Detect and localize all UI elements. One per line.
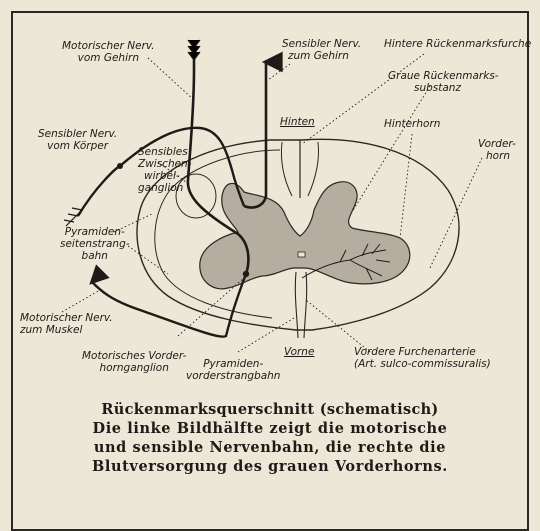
caption-line: Die linke Bildhälfte zeigt die motorisch…: [20, 419, 520, 438]
label-posterior: Hinten: [280, 116, 315, 128]
label-motor-nerve-from-brain: Motorischer Nerv. vom Gehirn: [62, 40, 155, 64]
posterior-column: [281, 142, 292, 196]
label-sensory-nerve-from-body: Sensibler Nerv. vom Körper: [38, 128, 117, 152]
label-posterior-sulcus: Hintere Rückenmarksfurche: [384, 38, 531, 50]
label-anterior: Vorne: [284, 346, 314, 358]
motor-neuron-dot: [243, 271, 249, 277]
label-sensory-ganglion: Sensibles Zwischen- wirbel- ganglion: [138, 146, 192, 194]
label-anterior-horn: Vorder- horn: [478, 138, 516, 162]
label-gray-matter: Graue Rückenmarks- substanz: [388, 70, 499, 94]
label-posterior-horn: Hinterhorn: [384, 118, 440, 130]
figure-caption: Rückenmarksquerschnitt (schematisch) Die…: [20, 400, 520, 476]
label-pyramidal-lateral-tract: Pyramiden- seitenstrang- bahn: [60, 226, 130, 262]
sensory-nerve-to-brain: [244, 62, 266, 208]
posterior-column-right: [308, 142, 319, 196]
anterior-fissure: [295, 272, 306, 338]
caption-title: Rückenmarksquerschnitt (schematisch): [20, 400, 520, 419]
label-pyramidal-anterior-tract: Pyramiden- vorderstrangbahn: [186, 358, 280, 382]
caption-line: und sensible Nervenbahn, die rechte die: [20, 438, 520, 457]
label-anterior-artery: Vordere Furchenarterie (Art. sulco-commi…: [354, 346, 491, 370]
ganglion-cell-dot: [117, 163, 123, 169]
central-canal: [298, 252, 305, 257]
label-motor-horn-ganglion: Motorisches Vorder- hornganglion: [82, 350, 186, 374]
caption-line: Blutversorgung des grauen Vorderhorns.: [20, 457, 520, 476]
nerve-ending-icon: [64, 208, 82, 226]
label-motor-nerve-to-muscle: Motorischer Nerv. zum Muskel: [20, 312, 113, 336]
gray-matter: [200, 182, 410, 289]
feather-icon: [188, 40, 200, 60]
label-sensory-nerve-to-brain: Sensibler Nerv. zum Gehirn: [282, 38, 361, 62]
